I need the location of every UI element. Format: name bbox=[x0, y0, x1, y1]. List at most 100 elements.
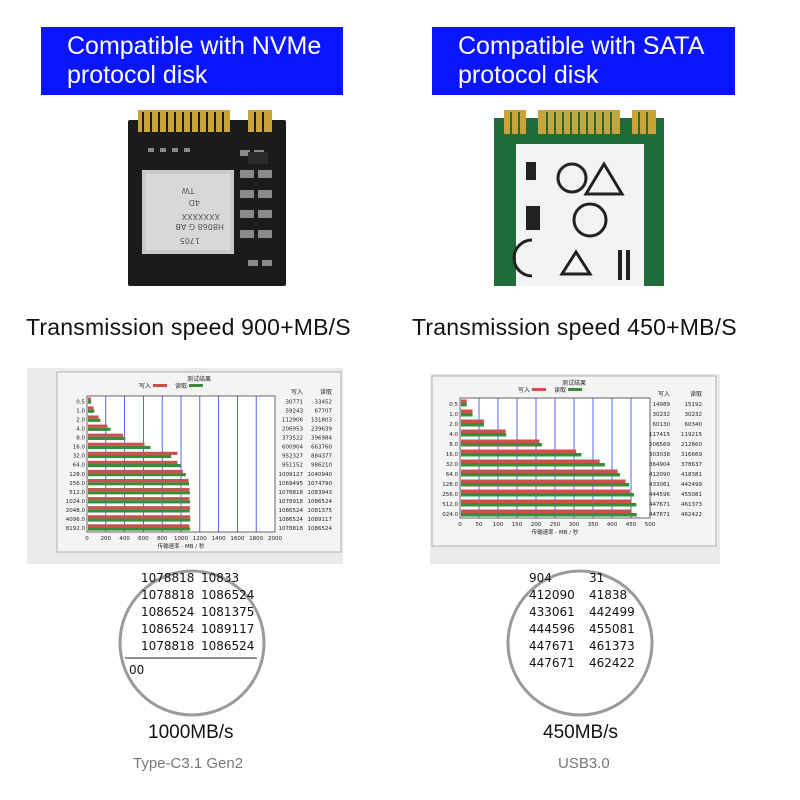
sata-banner-line1: Compatible with SATA bbox=[458, 32, 705, 60]
svg-text:TW: TW bbox=[182, 186, 196, 195]
nvme-read-bar bbox=[88, 527, 191, 531]
nvme-read-value: 884377 bbox=[311, 454, 332, 460]
chip-text-1: TW bbox=[182, 186, 196, 195]
nvme-zoom-read: 10833 bbox=[201, 571, 239, 585]
nvme-write-bar bbox=[88, 433, 124, 437]
chip-text-4: H8068 G AB bbox=[175, 222, 224, 231]
sata-disk-image bbox=[494, 110, 664, 286]
nvme-read-bar bbox=[88, 445, 151, 450]
nvme-write-value: 1069495 bbox=[279, 481, 304, 487]
sata-read-bar bbox=[461, 483, 630, 487]
sata-write-value: 444596 bbox=[649, 492, 670, 498]
nvme-size-label: 512.0 bbox=[69, 490, 85, 496]
nvme-write-bar bbox=[88, 506, 191, 510]
sata-write-value: 447671 bbox=[649, 512, 670, 518]
nvme-write-bar bbox=[88, 415, 99, 419]
nvme-size-label: 2048.0 bbox=[66, 508, 86, 514]
sata-interface: USB3.0 bbox=[558, 755, 610, 772]
nvme-read-value: 1074790 bbox=[308, 481, 333, 487]
nvme-write-value: 600904 bbox=[282, 445, 303, 451]
sata-x-tick: 500 bbox=[645, 522, 656, 528]
sata-size-label: 32.0 bbox=[446, 462, 459, 468]
sata-read-value: 442499 bbox=[681, 482, 702, 488]
nvme-read-value: 1089117 bbox=[308, 517, 333, 523]
nvme-read-value: 663760 bbox=[311, 445, 332, 451]
nvme-write-bar bbox=[88, 460, 178, 464]
nvme-write-value: 952327 bbox=[282, 454, 303, 460]
nvme-zoom-write: 1078818 bbox=[141, 639, 194, 653]
nvme-write-bar bbox=[88, 488, 190, 492]
nvme-write-bar bbox=[88, 524, 190, 528]
sata-x-tick: 50 bbox=[476, 522, 483, 528]
sata-size-label: 1.0 bbox=[449, 412, 458, 418]
sata-x-tick: 250 bbox=[550, 522, 561, 528]
sata-write-value: 30232 bbox=[653, 412, 671, 418]
nvme-read-bar bbox=[88, 427, 111, 431]
sata-read-bar bbox=[461, 513, 637, 517]
sata-read-bar bbox=[461, 443, 542, 447]
sata-legend-read: 读取 bbox=[554, 386, 566, 394]
sata-read-value: 30232 bbox=[685, 412, 703, 418]
nvme-write-bar bbox=[88, 397, 91, 401]
nvme-write-value: 112906 bbox=[282, 417, 303, 423]
sata-size-label: 0.5 bbox=[449, 402, 458, 408]
nvme-legend-read-swatch bbox=[189, 384, 203, 387]
nvme-read-bar bbox=[88, 418, 101, 422]
sata-x-tick: 100 bbox=[493, 522, 504, 528]
sata-read-bar bbox=[461, 473, 620, 477]
sata-zoom-write: 447671 bbox=[529, 656, 575, 670]
nvme-read-bar bbox=[88, 454, 172, 459]
sata-write-bar bbox=[461, 399, 467, 403]
nvme-read-value: 1086524 bbox=[308, 499, 333, 505]
nvme-zoom-circle bbox=[118, 569, 266, 717]
nvme-write-value: 1078818 bbox=[279, 490, 304, 496]
nvme-size-label: 64.0 bbox=[73, 463, 86, 469]
sata-read-bar bbox=[461, 403, 467, 407]
sata-read-value: 418381 bbox=[681, 472, 702, 478]
sata-zoom-write: 904 bbox=[529, 571, 552, 585]
sata-zoom-read: 461373 bbox=[589, 639, 635, 653]
sata-zoom-read: 41838 bbox=[589, 588, 627, 602]
nvme-col-write: 写入 bbox=[291, 389, 303, 396]
nvme-read-bar bbox=[88, 436, 126, 440]
sata-zoom-read: 442499 bbox=[589, 605, 635, 619]
sata-write-value: 60130 bbox=[653, 422, 671, 428]
nvme-legend-write: 写入 bbox=[139, 383, 151, 390]
sata-write-bar bbox=[461, 479, 626, 483]
nvme-write-value: 1086524 bbox=[279, 508, 304, 514]
sata-zoom-write: 444596 bbox=[529, 622, 575, 636]
sata-x-tick: 300 bbox=[569, 522, 580, 528]
sata-legend-read-swatch bbox=[568, 388, 582, 391]
nvme-zoom-write: 1086524 bbox=[141, 622, 194, 636]
nvme-legend-read: 读取 bbox=[175, 382, 187, 390]
chip-text-3: XXXXXXX bbox=[181, 212, 220, 221]
sata-write-value: 447671 bbox=[649, 502, 670, 508]
sata-zoom-read: 455081 bbox=[589, 622, 635, 636]
nvme-write-bar bbox=[88, 478, 189, 483]
sata-legend-write: 写入 bbox=[518, 387, 530, 394]
sata-zoom-write: 433061 bbox=[529, 605, 575, 619]
sata-write-value: 14989 bbox=[653, 402, 671, 408]
nvme-zoom-write: 1086524 bbox=[141, 605, 194, 619]
sata-read-value: 119215 bbox=[681, 432, 702, 438]
nvme-x-tick: 2000 bbox=[268, 536, 282, 542]
nvme-read-value: 1086524 bbox=[308, 526, 333, 532]
nvme-size-label: 1024.0 bbox=[66, 499, 86, 505]
nvme-size-label: 1.0 bbox=[76, 408, 85, 414]
nvme-zoom-read: 1089117 bbox=[201, 622, 254, 636]
nvme-read-value: 1040940 bbox=[308, 472, 333, 478]
nvme-size-label: 2.0 bbox=[76, 417, 85, 423]
nvme-write-bar bbox=[88, 406, 94, 410]
sata-write-bar bbox=[461, 489, 630, 493]
sata-x-tick: 450 bbox=[626, 522, 637, 528]
nvme-read-bar bbox=[88, 518, 191, 522]
sata-legend-write-swatch bbox=[532, 388, 546, 391]
nvme-write-value: 1078918 bbox=[279, 499, 304, 505]
nvme-write-bar bbox=[88, 424, 108, 428]
sata-x-tick: 0 bbox=[458, 522, 462, 528]
sata-x-label: 传输速率 - MB / 秒 bbox=[532, 528, 579, 536]
nvme-read-value: 396984 bbox=[311, 436, 332, 442]
